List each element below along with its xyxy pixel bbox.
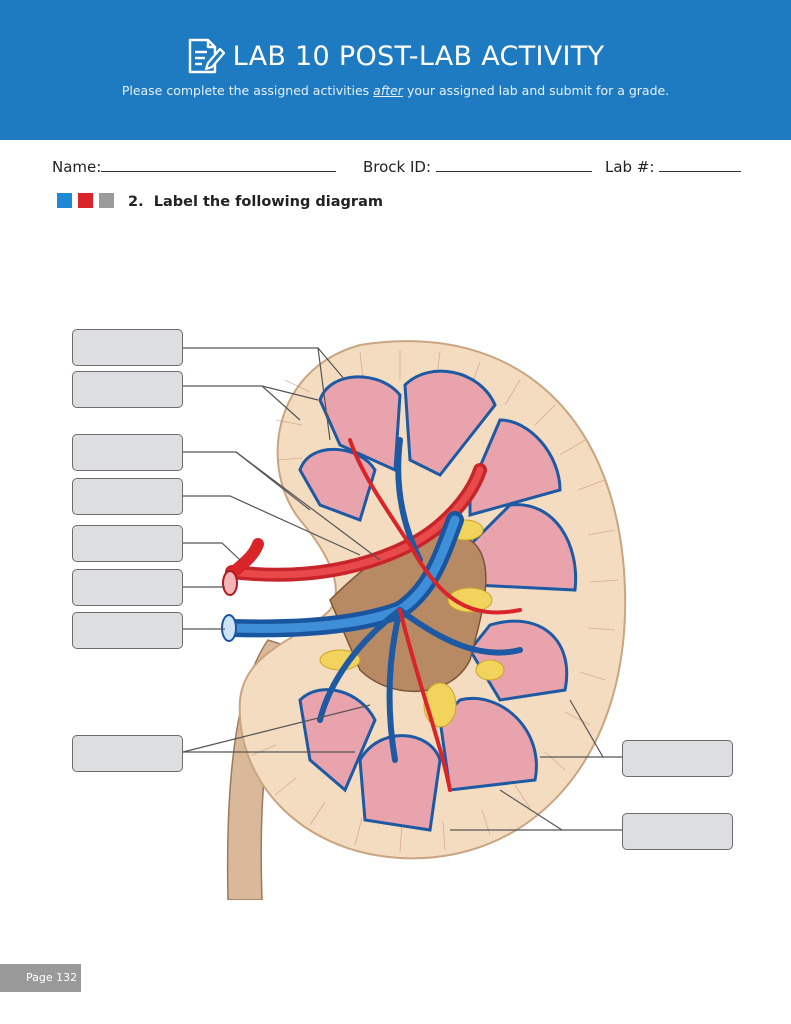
interlobar-vessels <box>317 437 523 792</box>
name-field: Name: <box>52 157 337 176</box>
subtitle-after: your assigned lab and submit for a grade… <box>406 83 670 98</box>
subtitle-emphasis: after <box>373 83 403 98</box>
label-box-5[interactable] <box>72 525 183 562</box>
label-box-6[interactable] <box>72 569 183 606</box>
label-box-10[interactable] <box>622 813 733 850</box>
blue-swatch <box>57 193 72 208</box>
question-heading: 2. Label the following diagram <box>128 194 383 210</box>
brock-id-label: Brock ID: <box>363 158 432 176</box>
lab-number-blank[interactable] <box>659 157 742 172</box>
artery-cut-end <box>222 570 238 596</box>
label-box-7[interactable] <box>72 612 183 649</box>
red-swatch <box>78 193 93 208</box>
subtitle-before: Please complete the assigned activities <box>121 83 370 98</box>
page-title: LAB 10 POST-LAB ACTIVITY <box>0 36 791 76</box>
label-box-9[interactable] <box>622 740 733 777</box>
renal-pyramids <box>298 369 578 832</box>
question-number: 2. <box>128 194 144 210</box>
kidney-diagram <box>182 340 627 900</box>
leader-lines <box>182 347 622 831</box>
vein-cut-end <box>221 614 237 642</box>
page-number: Page 132 <box>0 964 81 992</box>
name-label: Name: <box>52 158 102 176</box>
title-text: LAB 10 POST-LAB ACTIVITY <box>232 40 605 72</box>
gray-swatch <box>99 193 114 208</box>
legend-swatches <box>57 193 114 208</box>
label-box-1[interactable] <box>72 329 183 366</box>
brock-id-field: Brock ID: <box>363 157 592 176</box>
label-box-8[interactable] <box>72 735 183 772</box>
question-text: Label the following diagram <box>153 194 383 210</box>
document-edit-icon <box>188 38 225 74</box>
name-blank[interactable] <box>101 157 337 172</box>
page-subtitle: Please complete the assigned activities … <box>0 83 791 98</box>
lab-number-field: Lab #: <box>605 157 742 176</box>
brock-id-blank[interactable] <box>435 157 592 172</box>
label-box-4[interactable] <box>72 478 183 515</box>
label-box-2[interactable] <box>72 371 183 408</box>
lab-number-label: Lab #: <box>605 158 655 176</box>
arterial-branch <box>230 538 264 576</box>
header-banner: LAB 10 POST-LAB ACTIVITY Please complete… <box>0 0 791 140</box>
label-box-3[interactable] <box>72 434 183 471</box>
